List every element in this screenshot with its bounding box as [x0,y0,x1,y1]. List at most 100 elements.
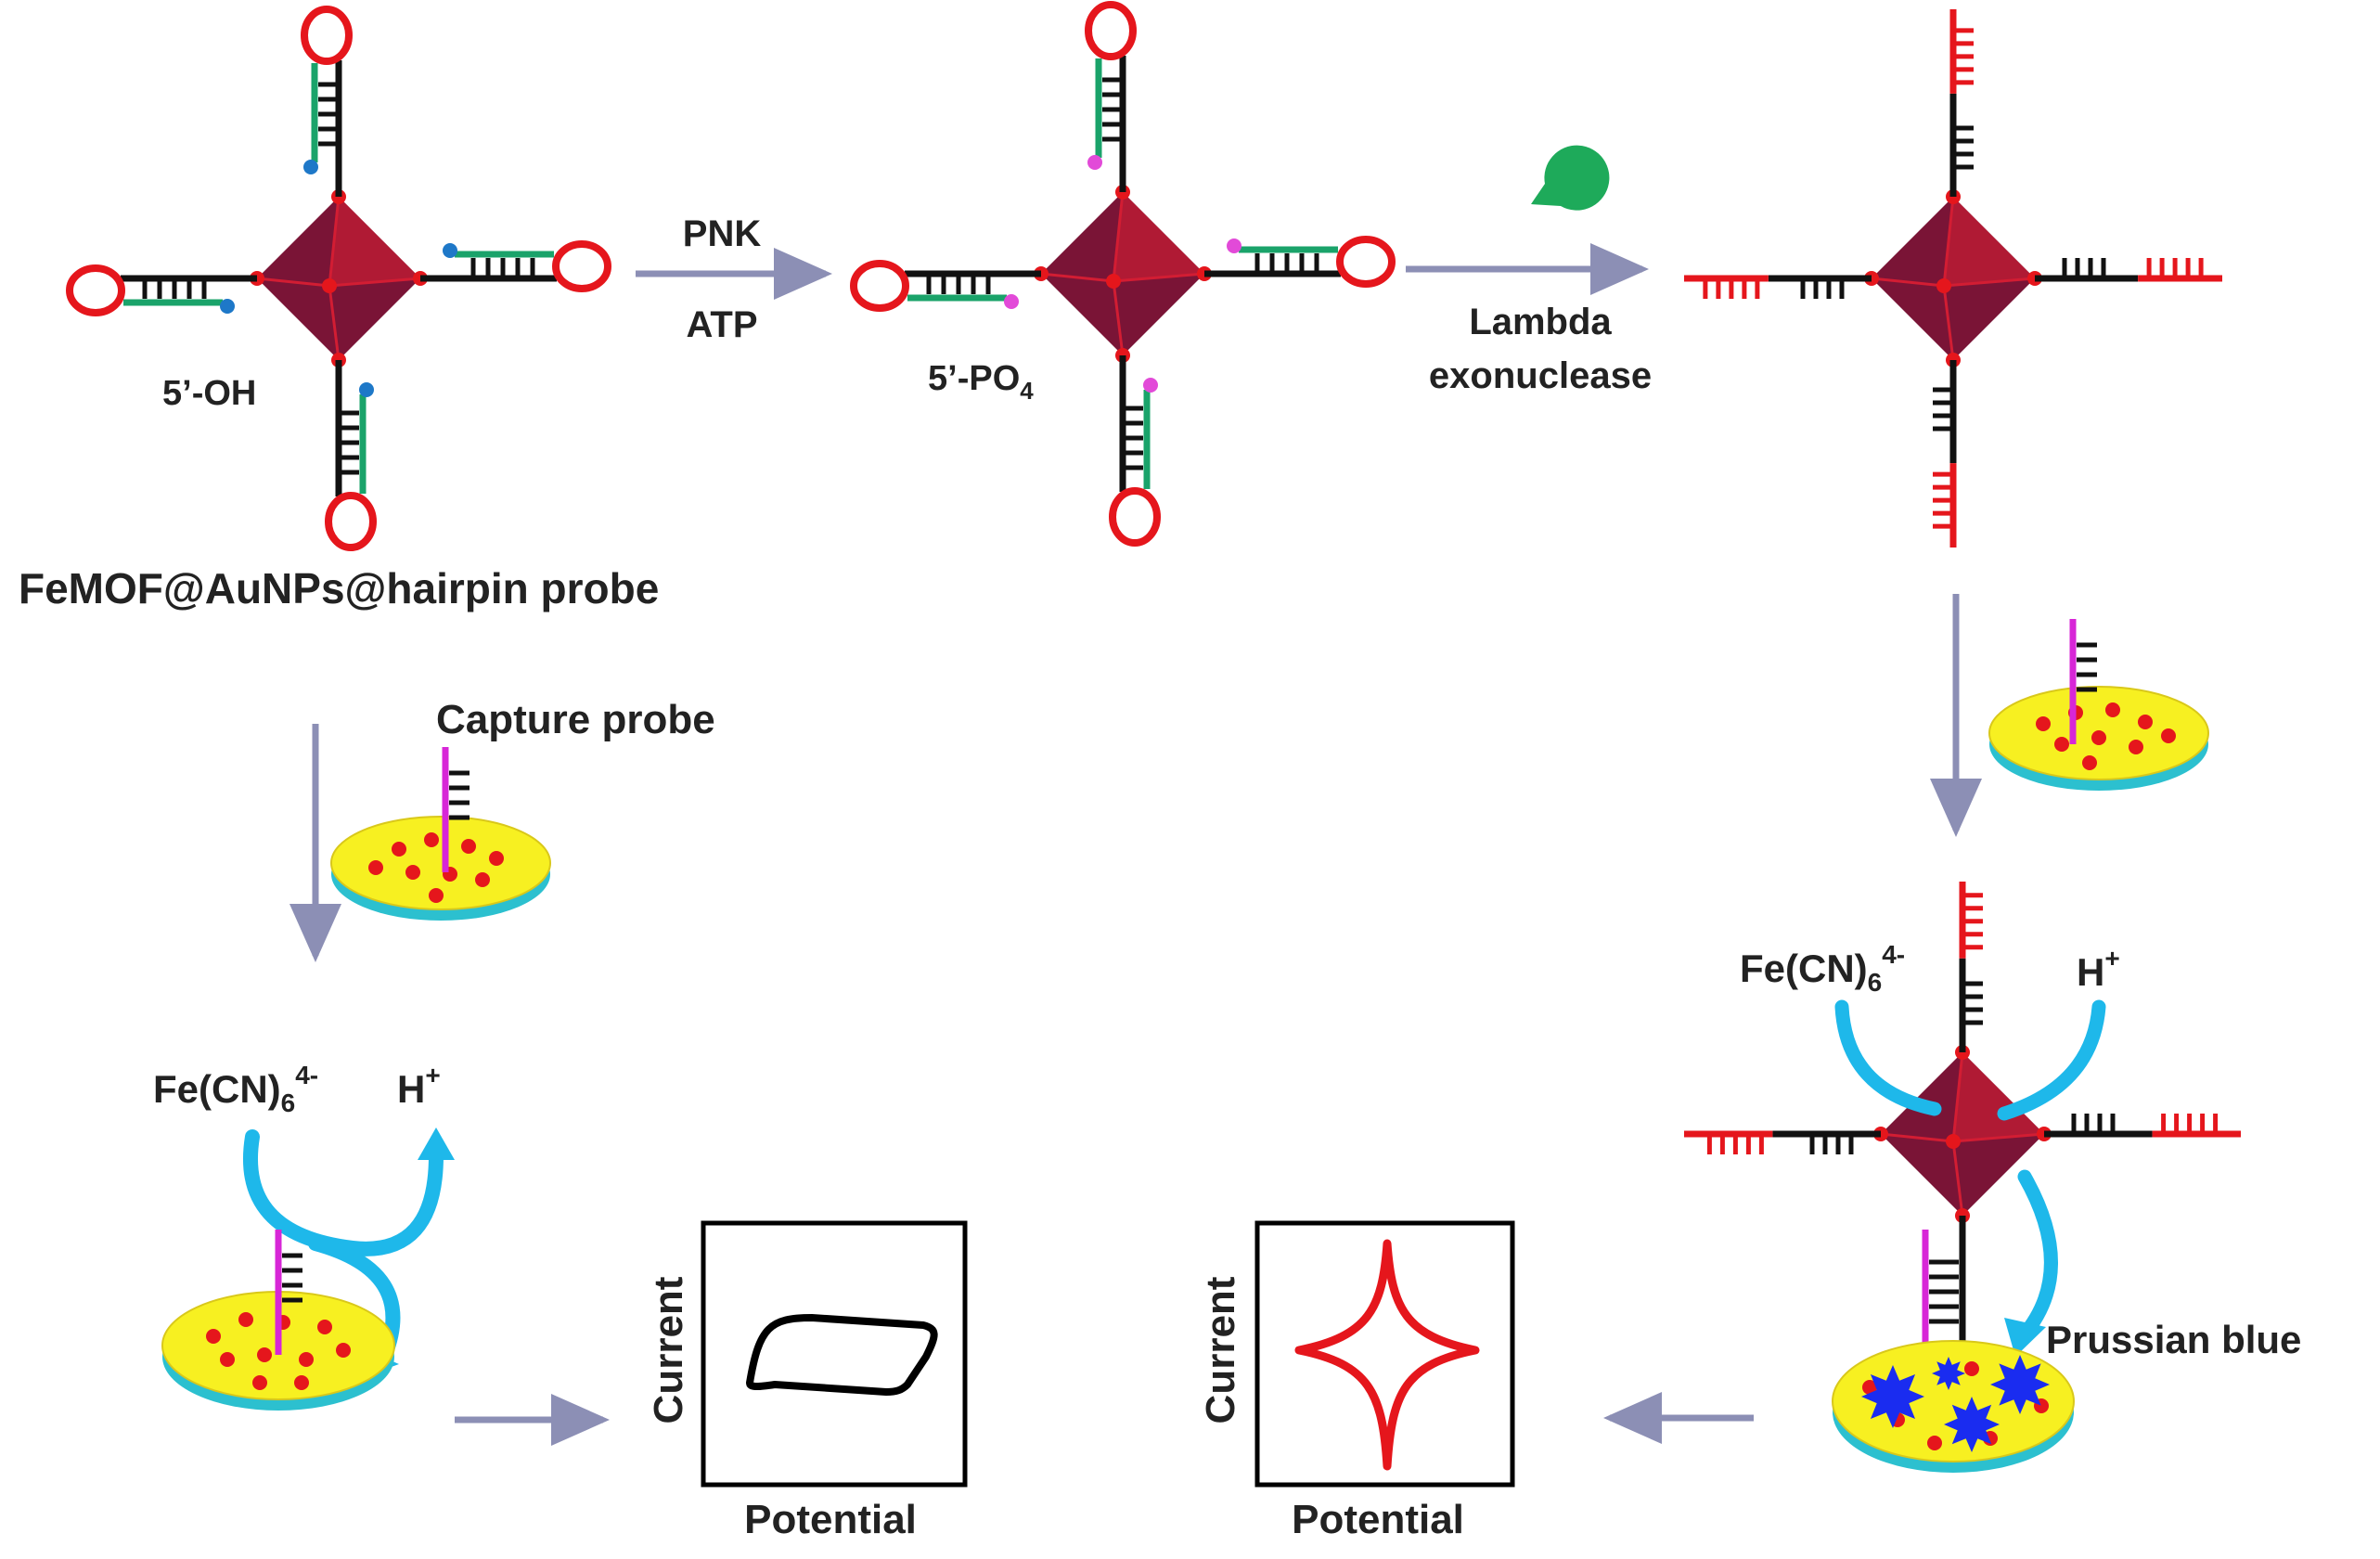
octahedron-edge [1112,280,1125,356]
octahedron-edge [1871,277,1945,288]
terminal-group-dot [359,382,374,397]
hairpin-loop [325,492,377,551]
gold-nanoparticle [2161,728,2176,743]
gold-nanoparticle [2036,716,2051,731]
gold-nanoparticle [1964,1361,1979,1376]
octahedron-edge [1942,285,1955,361]
gold-nanoparticle [2105,702,2120,717]
lambda-label: Lambda [1469,302,1612,342]
gold-nanoparticle [206,1329,221,1344]
octahedron-edge [328,277,421,288]
octahedron-edge [1113,272,1205,283]
gold-nanoparticle [392,842,406,857]
prussian-blue-crystal [1944,1397,2000,1452]
prussian-blue-crystal [1990,1355,2050,1414]
octahedron-face [1944,197,2035,286]
ferrocyanide-label-right: Fe(CN)64- [1740,940,1905,997]
octahedron-face [329,197,420,286]
octahedron-face [1953,1052,2044,1141]
ferrocyanide-label-left: Fe(CN)64- [153,1061,318,1117]
gold-nanoparticle [317,1320,332,1334]
terminal-group-dot [1227,238,1241,253]
hairpin-loop [552,240,611,292]
octahedron-edge [256,277,330,288]
result-electrode-left [161,1230,395,1411]
gold-nanoparticle [2129,740,2143,754]
prussian-blue-electrode [1832,1340,2075,1473]
terminal-group-dot [303,160,318,174]
proton-label-right: H+ [2077,944,2120,994]
cv-xlabel-left: Potential [744,1497,917,1542]
capture-electrode-left [330,747,551,921]
terminal-group-dot [1004,294,1019,309]
capture-electrode-right [1988,619,2209,791]
cv-curve-red [1294,1239,1480,1471]
gold-nanoparticle [2082,755,2097,770]
cv-xlabel-right: Potential [1292,1497,1464,1542]
gold-nanoparticle [475,872,490,887]
phosphorylated-probe-nanostructure [850,1,1396,547]
cv-curve-black [746,1314,938,1396]
gold-nanoparticle [322,278,337,293]
terminal-group-dot [220,299,235,314]
captured-nanostructure [1684,882,2241,1390]
octahedron-edge [1942,196,1955,287]
octahedron-edge [1952,1132,2045,1143]
hairpin-loop [301,6,353,65]
electrode-surface [330,816,551,910]
octahedron-edge [328,285,341,361]
octahedron-edge [1951,1051,1964,1142]
gold-nanoparticle [489,851,504,866]
hairpin-loop [1085,1,1137,60]
gold-nanoparticle [461,839,476,854]
gold-nanoparticle [429,888,444,903]
gold-nanoparticle [1106,274,1121,289]
exonuclease-label: exonuclease [1429,355,1652,396]
gold-nanoparticle [424,832,439,847]
gold-nanoparticle [368,860,383,875]
gold-nanoparticle [1946,1134,1961,1149]
gold-nanoparticle [299,1352,314,1367]
octahedron-edge [1040,272,1114,283]
gold-nanoparticle [257,1347,272,1362]
gold-nanoparticle [2054,737,2069,752]
cv-plot-low-signal [701,1220,968,1488]
gold-nanoparticle [336,1343,351,1358]
gold-nanoparticle [405,865,420,880]
gold-nanoparticle [238,1312,253,1327]
probe-name-label: FeMOF@AuNPs@hairpin probe [19,564,659,612]
gold-nanoparticle [294,1375,309,1390]
gold-nanoparticle [220,1352,235,1367]
prussian-blue-label: Prussian blue [2046,1318,2301,1361]
prussian-blue-crystal [1932,1357,1965,1390]
octahedron-edge [1951,1140,1964,1217]
prussian-blue-crystal [1861,1365,1924,1428]
hairpin-loop [66,264,125,316]
hairpin-loop [1336,236,1396,288]
capture-probe-label: Capture probe [436,697,715,742]
gold-nanoparticle [2138,715,2153,729]
gold-nanoparticle [1862,1380,1877,1395]
octahedron-face [1113,192,1204,281]
terminal-group-dot [1087,155,1102,170]
octahedron-edge [1880,1132,1954,1143]
cv-plot-high-signal [1254,1220,1515,1488]
cv-ylabel-left: Current [646,1276,691,1424]
oh-label: 5’-OH [162,374,256,413]
proton-label-left: H+ [397,1061,441,1111]
octahedron-edge [328,196,341,287]
gold-nanoparticle [1936,278,1951,293]
digested-probe-nanostructure [1684,9,2222,548]
terminal-group-dot [443,243,457,258]
reagent-flow-arrow-right [1834,999,2106,1357]
hairpin-loop [850,260,909,312]
hairpin-probe-nanostructure [66,6,611,551]
hairpin-loop [1109,487,1161,547]
terminal-group-dot [1143,378,1158,393]
octahedron-edge [1112,191,1125,282]
octahedron-edge [1943,277,2036,288]
atp-label: ATP [686,304,757,345]
gold-nanoparticle [252,1375,267,1390]
gold-nanoparticle [1927,1436,1942,1450]
gold-nanoparticle [2091,730,2106,745]
